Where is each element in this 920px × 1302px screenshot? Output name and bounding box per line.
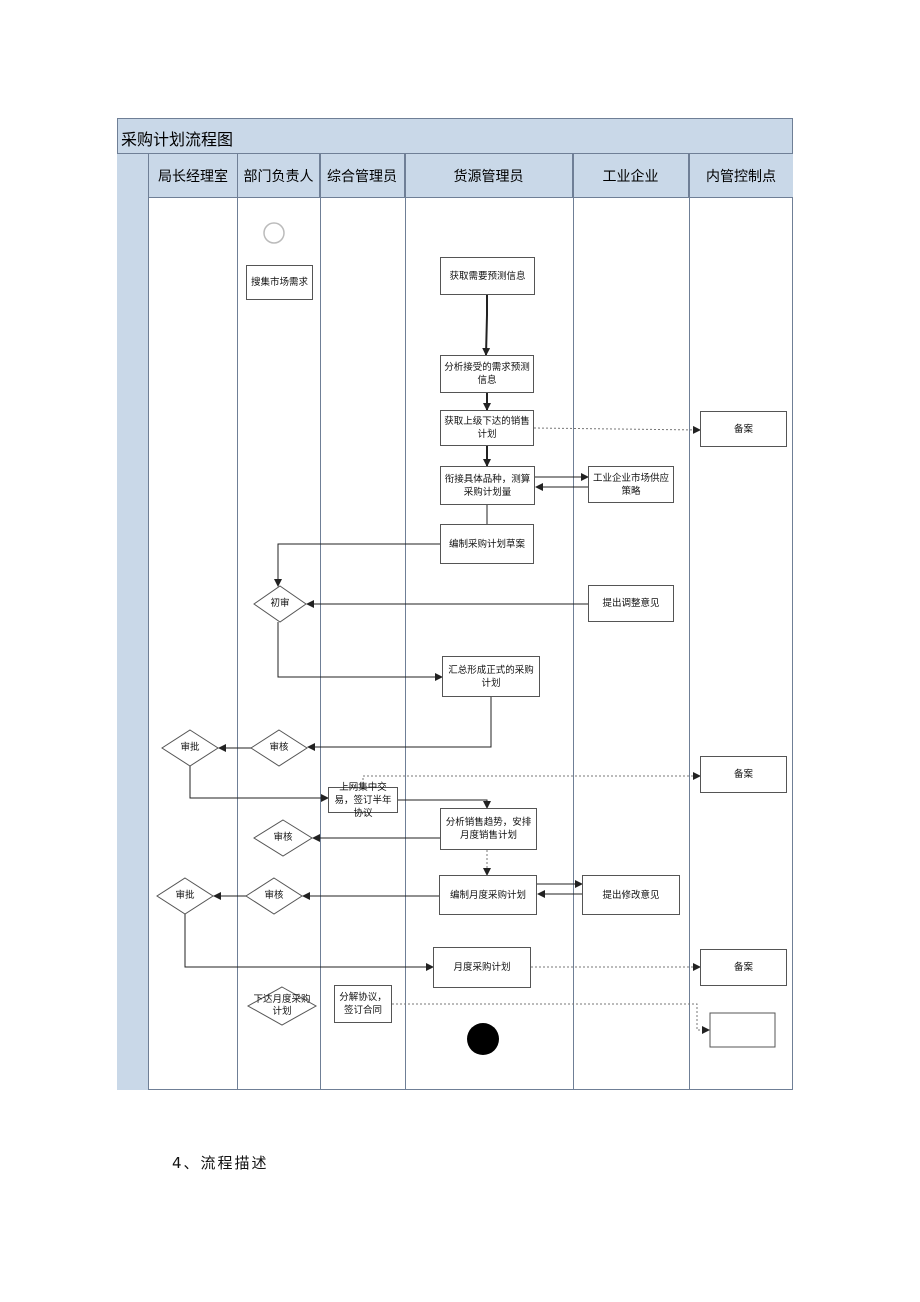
label-approve-2: 审批: [175, 890, 195, 901]
label-approve-1: 审批: [180, 742, 200, 753]
lane-header-control: 内管控制点: [689, 154, 793, 198]
node-record-2: 备案: [700, 756, 787, 793]
node-get-forecast: 获取需要预测信息: [440, 257, 535, 295]
lane-header-supply-manager: 货源管理员: [405, 154, 573, 198]
node-analyze-forecast: 分析接受的需求预测信息: [440, 355, 534, 393]
lane-divider: [237, 154, 238, 1090]
node-collect-demand: 搜集市场需求: [246, 265, 313, 300]
node-match-varieties: 衔接具体品种，测算采购计划量: [440, 466, 535, 505]
label-issue-monthly: 下达月度采购计划: [253, 994, 311, 1017]
lane-divider: [573, 154, 574, 1090]
label-review-1: 审核: [269, 742, 289, 753]
section-heading: 4、流程描述: [172, 1154, 269, 1172]
node-record-1: 备案: [700, 411, 787, 447]
node-decompose: 分解协议，签订合同: [334, 985, 392, 1023]
node-supply-strategy: 工业企业市场供应策略: [588, 466, 674, 503]
node-record-3: 备案: [700, 949, 787, 986]
node-summary-plan: 汇总形成正式的采购计划: [442, 656, 540, 697]
node-modify-opinion: 提出修改意见: [582, 875, 680, 915]
title-bar: 采购计划流程图: [117, 118, 793, 154]
label-initial-review: 初审: [270, 598, 290, 609]
node-get-sales-plan: 获取上级下达的销售计划: [440, 410, 534, 446]
lane-divider: [689, 154, 690, 1090]
lane-divider: [405, 154, 406, 1090]
label-review-2: 审核: [273, 832, 293, 843]
node-online-trade: 上网集中交易，签订半年协议: [328, 782, 398, 819]
node-adjust-opinion: 提出调整意见: [588, 585, 674, 622]
flowchart-title: 采购计划流程图: [121, 130, 234, 149]
node-draft-plan: 编制采购计划草案: [440, 524, 534, 564]
node-monthly-plan: 月度采购计划: [433, 947, 531, 988]
node-monthly-draft: 编制月度采购计划: [439, 875, 537, 915]
lane-header-industrial: 工业企业: [573, 154, 689, 198]
node-analyze-sales: 分析销售趋势，安排月度销售计划: [440, 808, 537, 850]
lane-header-director: 局长经理室: [149, 154, 238, 198]
lane-divider: [320, 154, 321, 1090]
left-strip: [117, 154, 149, 1090]
label-review-3: 审核: [264, 890, 284, 901]
lane-header-dept-head: 部门负责人: [238, 154, 320, 198]
lane-header-admin: 综合管理员: [320, 154, 405, 198]
